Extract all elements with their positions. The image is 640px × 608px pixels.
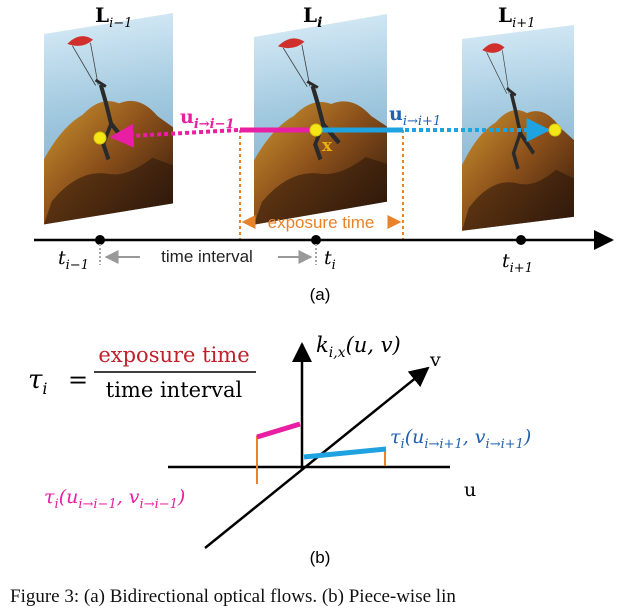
kernel-label: ki,x(u, v)	[316, 333, 401, 361]
panel-a-label: (a)	[310, 285, 331, 304]
tick-curr-label: ti	[324, 247, 336, 273]
time-interval-label: time interval	[161, 247, 253, 266]
tick-prev	[95, 235, 105, 245]
fraction-denominator: time interval	[106, 378, 243, 402]
backward-flow-arrow	[109, 123, 239, 148]
backward-flow-label: ui→i−1	[180, 106, 235, 132]
frame-curr-label: Li	[303, 3, 322, 31]
tick-curr	[311, 235, 321, 245]
panel-b: τi = exposure time time interval ki,x(u,…	[28, 333, 531, 567]
frame-curr-image	[254, 14, 387, 225]
tau-backward-label: τi(ui→i−1, vi→i−1)	[44, 486, 185, 512]
kernel-forward-segment	[303, 446, 387, 460]
u-axis-label: u	[464, 479, 476, 501]
tau-symbol: τi	[28, 365, 48, 398]
tau-equals: =	[68, 366, 88, 394]
fraction-numerator: exposure time	[98, 343, 249, 367]
v-axis-label: v	[429, 349, 441, 371]
exposure-time-label: exposure time	[268, 213, 375, 232]
point-prev	[93, 131, 107, 145]
frame-prev-label: Li−1	[95, 3, 132, 31]
panel-a: Li−1 Li Li+1 exposure time ui→i−1 ui→i+1…	[34, 3, 614, 304]
frame-next-label: Li+1	[498, 3, 535, 31]
point-x-label: x	[322, 136, 333, 156]
frame-prev-image	[44, 13, 173, 224]
tick-prev-label: ti−1	[58, 247, 89, 273]
panel-b-label: (b)	[310, 548, 331, 567]
point-next	[548, 123, 562, 137]
point-curr	[309, 123, 323, 137]
figure-caption: Figure 3: (a) Bidirectional optical flow…	[10, 586, 456, 607]
tick-next	[516, 235, 526, 245]
forward-flow-label: ui→i+1	[389, 103, 441, 129]
kernel-backward-segment	[256, 421, 301, 440]
tau-forward-label: τi(ui→i+1, vi→i+1)	[390, 426, 531, 452]
tick-next-label: ti+1	[502, 250, 533, 276]
